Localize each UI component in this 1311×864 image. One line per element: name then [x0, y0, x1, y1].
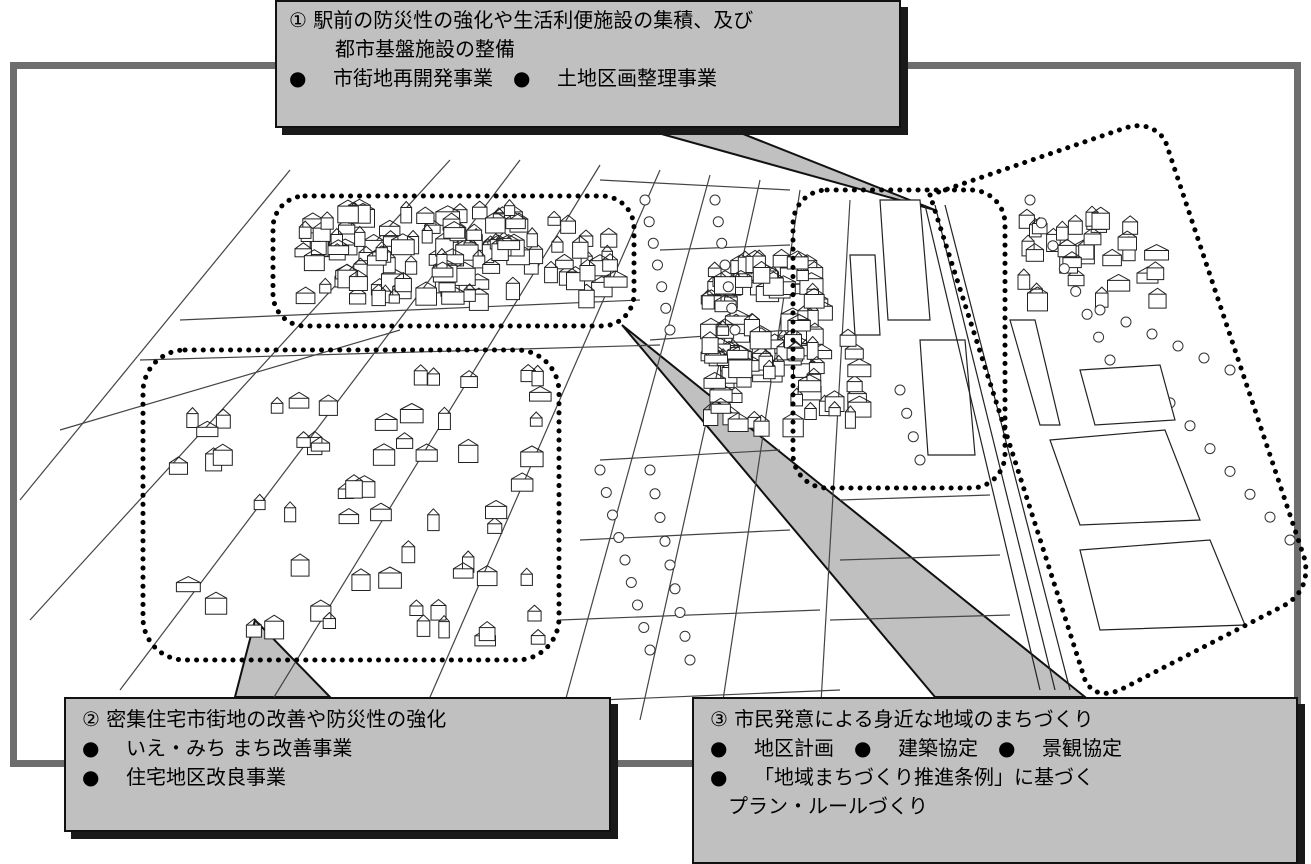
callout3-item-cont: プラン・ルールづくり — [728, 794, 928, 818]
street-trees — [594, 194, 1296, 666]
callout-dense-housing: ② 密集住宅市街地の改善や防災性の強化 ● いえ・みち まち改善事業 ● 住宅地区改… — [64, 697, 611, 832]
bullet-icon: ● — [854, 736, 872, 760]
callout3-item: 地区計画 — [754, 736, 834, 760]
east-blocks — [1049, 364, 1246, 631]
callout3-item: 「地域まちづくり推進条例」に基づく — [754, 765, 1094, 789]
bullet-icon: ● — [710, 736, 728, 760]
zone-outlines — [140, 123, 1309, 696]
zone-north-residential — [270, 193, 637, 329]
bullet-icon: ● — [82, 765, 100, 789]
callout1-item: 市街地再開発事業 — [333, 66, 493, 90]
bullet-icon: ● — [289, 66, 307, 90]
callout2-heading: ② 密集住宅市街地の改善や防災性の強化 — [82, 707, 447, 731]
bullet-icon: ● — [998, 736, 1016, 760]
callout-community-planning: ③ 市民発意による身近な地域のまちづくり ● 地区計画 ● 建築協定 ● 景観協定 ● 「地… — [692, 697, 1298, 864]
callout3-item: 建築協定 — [898, 736, 978, 760]
callout2-item: いえ・みち まち改善事業 — [126, 736, 353, 760]
callout1-heading: ① 駅前の防災性の強化や生活利便施設の集積、及び — [289, 8, 754, 32]
station-buildings — [849, 199, 1071, 691]
callout3-item: 景観協定 — [1042, 736, 1122, 760]
callout1-item: 土地区画整理事業 — [557, 66, 717, 90]
callout1-heading-cont: 都市基盤施設の整備 — [335, 37, 515, 61]
callout3-pointer — [621, 324, 1088, 698]
callout-station-redevelopment: ① 駅前の防災性の強化や生活利便施設の集積、及び 都市基盤施設の整備 ● 市街地再… — [275, 0, 901, 128]
bullet-icon: ● — [513, 66, 531, 90]
zone-station-front — [790, 187, 1008, 491]
bullet-icon: ● — [710, 765, 728, 789]
building-blocks — [168, 198, 1169, 647]
zone-dense-residential — [140, 347, 562, 663]
bullet-icon: ● — [82, 736, 100, 760]
callout3-heading: ③ 市民発意による身近な地域のまちづくり — [710, 707, 1094, 731]
callout1-pointer — [639, 127, 936, 211]
zone-east-development — [926, 123, 1309, 696]
callout2-item: 住宅地区改良事業 — [126, 765, 286, 789]
